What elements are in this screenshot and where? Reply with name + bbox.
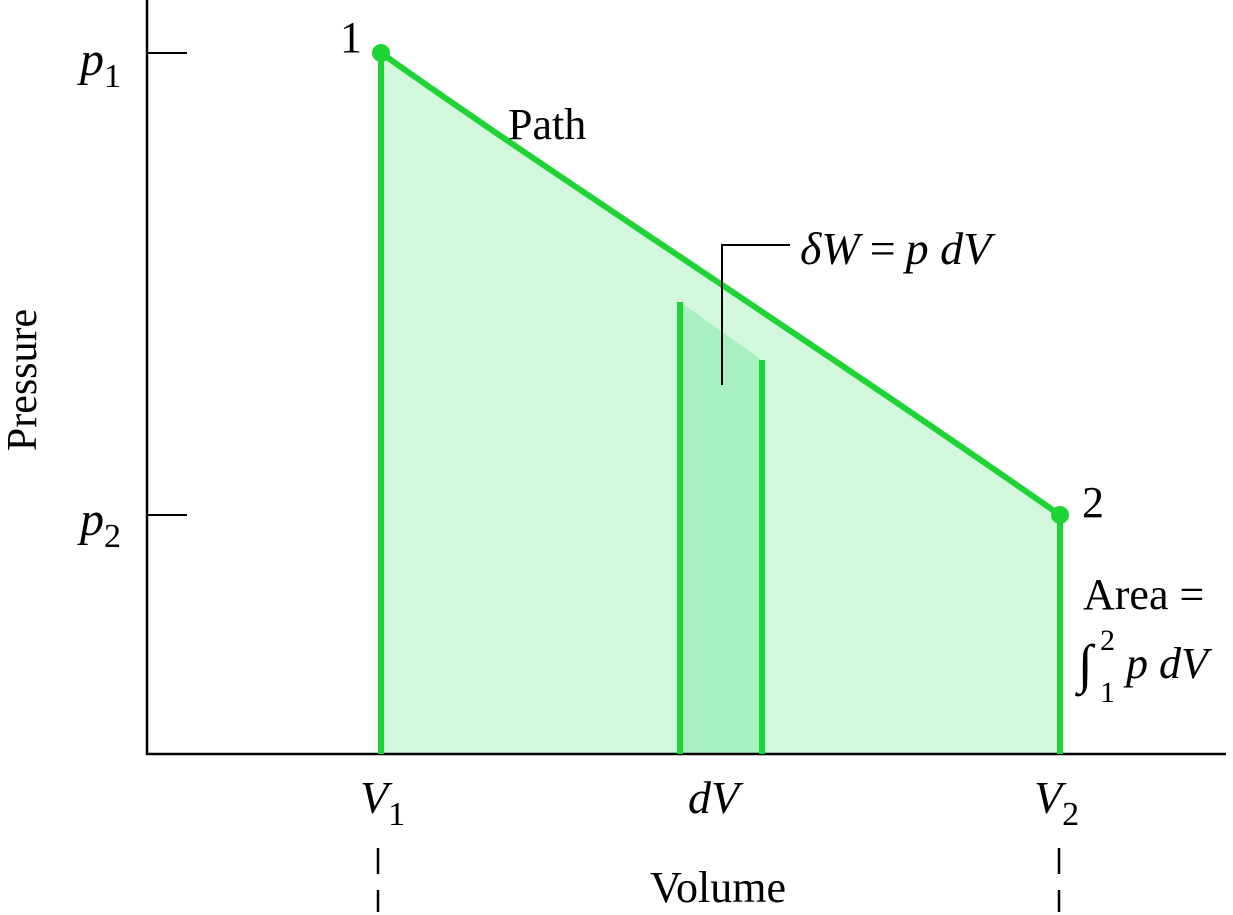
area-integrand: p dV bbox=[1123, 639, 1213, 688]
dv-strip-fill bbox=[680, 302, 762, 754]
state-2-point bbox=[1051, 506, 1069, 524]
work-element-equation: δW=p dV bbox=[800, 223, 996, 274]
state-1-point bbox=[372, 44, 390, 62]
x-axis-label: Volume bbox=[650, 863, 786, 912]
state-2-label: 2 bbox=[1082, 478, 1104, 527]
state-1-label: 1 bbox=[340, 13, 362, 62]
y-axis-label: Pressure bbox=[0, 309, 46, 451]
path-label: Path bbox=[508, 100, 586, 149]
dv-label: dV bbox=[688, 772, 744, 823]
v1-label: V1 bbox=[360, 772, 405, 833]
area-label-line1: Area = bbox=[1083, 570, 1204, 619]
area-integral-sign: ∫ bbox=[1075, 634, 1096, 697]
process-path-curve bbox=[379, 50, 1062, 518]
v2-label: V2 bbox=[1034, 772, 1079, 833]
area-upper-limit: 2 bbox=[1100, 624, 1115, 657]
p2-label: p2 bbox=[77, 493, 121, 555]
p1-label: p1 bbox=[77, 33, 121, 95]
area-lower-limit: 1 bbox=[1100, 676, 1115, 709]
work-element-leader bbox=[721, 244, 790, 385]
